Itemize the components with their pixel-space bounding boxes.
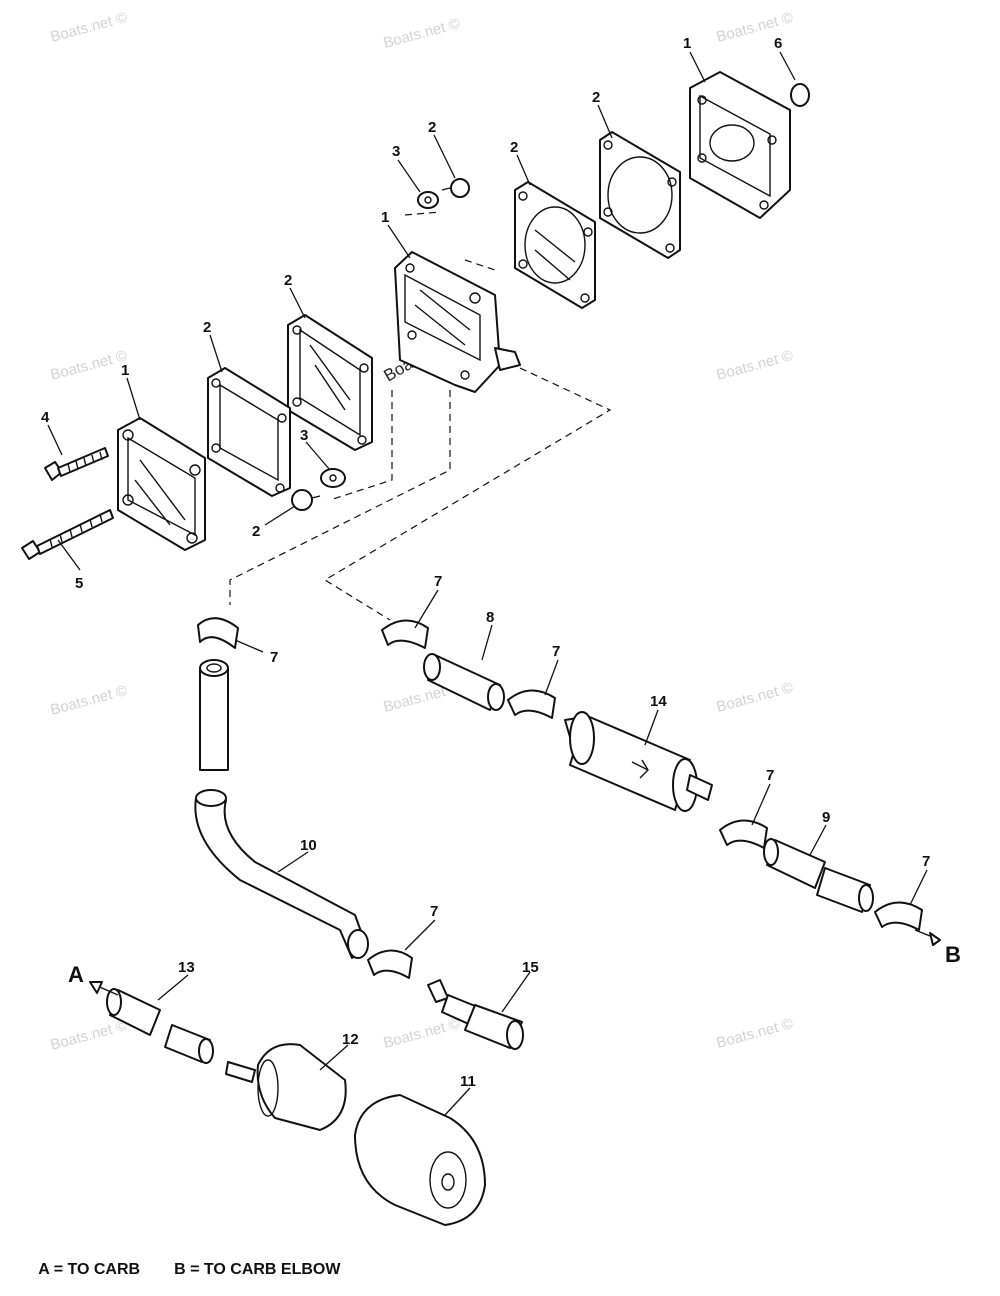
- gasket-upper-2: [599, 131, 681, 259]
- gasket-left-middle: [207, 367, 291, 497]
- check-valve-upper: [441, 178, 470, 198]
- callout-7: 7: [434, 573, 442, 590]
- fuel-hose-short-vertical: [199, 659, 229, 771]
- screw-short: [44, 447, 109, 481]
- valve-washer-upper: [417, 191, 439, 209]
- callout-labels: 1 6 2 2 2 3 1 2 2 1 4 5 3 2 7 7 8 7 14 7…: [41, 35, 930, 1090]
- check-valve-lower: [291, 489, 321, 511]
- watermark: Boats.net ©: [715, 9, 795, 46]
- arrow-a-label: A: [68, 962, 84, 987]
- callout-2: 2: [252, 523, 260, 540]
- hose-clamp: [874, 901, 923, 931]
- hose-clamp: [719, 819, 768, 849]
- callout-2: 2: [510, 139, 518, 156]
- callout-2: 2: [592, 89, 600, 106]
- callout-15: 15: [522, 959, 539, 976]
- watermark: Boats.net ©: [382, 15, 462, 52]
- watermark: Boats.net ©: [715, 347, 795, 384]
- callout-3: 3: [392, 143, 400, 160]
- hose-clamp: [381, 619, 429, 649]
- arrow-a-head: [89, 981, 103, 994]
- callout-8: 8: [486, 609, 494, 626]
- callout-1: 1: [121, 362, 129, 379]
- callout-6: 6: [774, 35, 782, 52]
- callout-7: 7: [766, 767, 774, 784]
- arrow-b-head: [929, 932, 941, 946]
- callout-1: 1: [683, 35, 691, 52]
- legend: A = TO CARB B = TO CARB ELBOW: [30, 1243, 374, 1279]
- callout-13: 13: [178, 959, 195, 976]
- callout-7: 7: [922, 853, 930, 870]
- diaphragm-upper: [514, 181, 596, 309]
- fuel-filter: [564, 711, 713, 812]
- hose-clamp: [507, 689, 556, 719]
- callout-10: 10: [300, 837, 317, 854]
- callout-4: 4: [41, 409, 50, 426]
- fuel-fitting: [427, 979, 524, 1050]
- primer-bulb: [225, 1043, 347, 1131]
- legend-a: A = TO CARB: [38, 1261, 141, 1278]
- hose-clamp: [197, 617, 239, 649]
- fuel-hose-9: [763, 838, 874, 913]
- callout-2: 2: [284, 272, 292, 289]
- callout-7: 7: [430, 903, 438, 920]
- callout-1: 1: [381, 209, 389, 226]
- screw-long: [21, 509, 114, 560]
- watermark: Boats.net ©: [49, 347, 129, 384]
- watermark: Boats.net ©: [49, 682, 129, 719]
- assembly-guide-lines: [229, 211, 612, 621]
- pump-body: [394, 251, 521, 393]
- watermark: Boats.net ©: [382, 1015, 462, 1052]
- pump-cover-rear: [689, 71, 791, 219]
- callout-14: 14: [650, 693, 667, 710]
- fuel-hose-8: [423, 653, 505, 711]
- callout-11: 11: [460, 1073, 476, 1090]
- callout-7: 7: [270, 649, 278, 666]
- callout-2: 2: [428, 119, 436, 136]
- callout-5: 5: [75, 575, 83, 592]
- callout-2: 2: [203, 319, 211, 336]
- fuel-hose-13: [106, 988, 214, 1064]
- hose-clamp: [367, 949, 413, 979]
- fuel-hose-curved: [194, 789, 369, 959]
- callout-3: 3: [300, 427, 308, 444]
- primer-bulb-cover: [354, 1094, 486, 1226]
- valve-washer-lower: [320, 468, 346, 488]
- watermark: Boats.net ©: [715, 1015, 795, 1052]
- pump-cover-front: [117, 417, 206, 551]
- arrow-b-label: B: [945, 942, 961, 967]
- watermark: Boats.net ©: [715, 679, 795, 716]
- callout-leaders: [47, 51, 928, 1116]
- watermark: Boats.net ©: [49, 9, 129, 46]
- callout-7: 7: [552, 643, 560, 660]
- callout-12: 12: [342, 1031, 359, 1048]
- o-ring: [790, 83, 810, 107]
- callout-9: 9: [822, 809, 830, 826]
- watermark: Boats.net ©: [49, 1017, 129, 1054]
- legend-b: B = TO CARB ELBOW: [174, 1261, 341, 1278]
